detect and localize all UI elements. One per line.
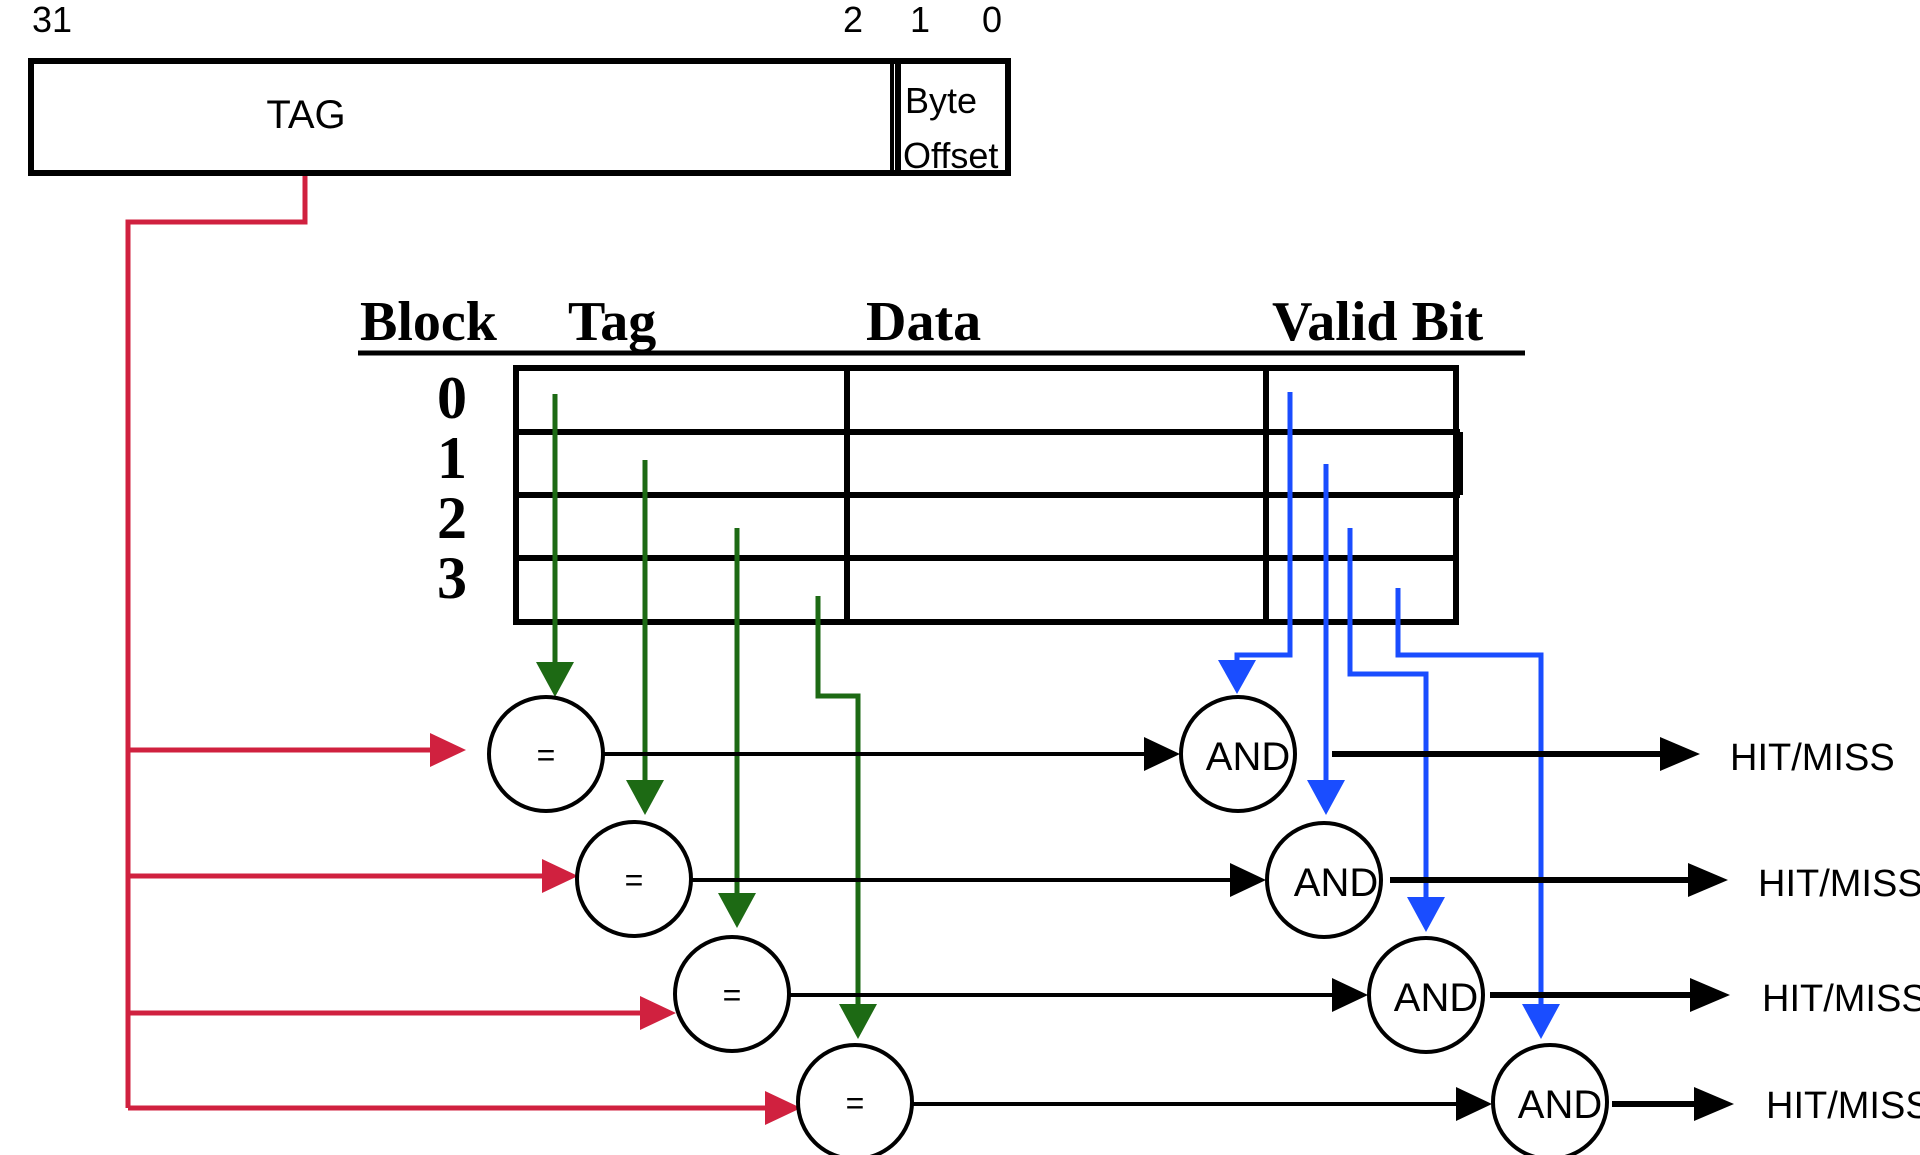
tag-arrow-3 (765, 1091, 801, 1125)
valid-wire-2 (1347, 528, 1429, 903)
hit-miss-label-2: HIT/MISS (1762, 978, 1920, 1020)
hit-output-arrow-3 (1694, 1087, 1734, 1121)
block-number-0: 0 (437, 365, 467, 431)
equality-comparator-1 (575, 820, 693, 938)
block-number-2: 2 (437, 485, 467, 551)
valid-arrow-1 (1307, 780, 1345, 815)
stored-tag-wires (552, 394, 861, 1010)
eq-to-and-arrow-1 (1230, 863, 1266, 897)
compare-row-0: = AND HIT/MISS (487, 695, 1895, 813)
eq-to-and-arrow-2 (1332, 978, 1368, 1012)
block-number-3: 3 (437, 545, 467, 611)
hit-miss-label-1: HIT/MISS (1758, 863, 1920, 905)
tag-arrow-2 (640, 996, 676, 1030)
stored-tag-arrow-0 (536, 662, 574, 697)
bit-label-2: 2 (843, 0, 863, 40)
compare-row-1: = AND HIT/MISS (575, 820, 1920, 939)
hit-miss-label-3: HIT/MISS (1766, 1085, 1920, 1127)
compare-row-2: = AND HIT/MISS (673, 935, 1920, 1054)
equality-comparator-3 (796, 1043, 914, 1155)
bit-label-0: 0 (982, 0, 1002, 40)
eq-to-and-arrow-3 (1456, 1087, 1492, 1121)
valid-arrow-2 (1407, 897, 1445, 932)
valid-wire-3 (1395, 588, 1544, 1010)
hit-miss-label-0: HIT/MISS (1730, 737, 1895, 779)
bit-label-1: 1 (910, 0, 930, 40)
block-number-1: 1 (437, 425, 467, 491)
equality-comparator-0 (487, 695, 605, 813)
tag-arrow-1 (542, 859, 578, 893)
and-label-2: AND (1394, 976, 1478, 1020)
byte-offset-label-line2: Offset (903, 135, 998, 176)
address-register: 31 2 1 0 TAG Byte Offset (28, 0, 1011, 176)
equality-label-3: = (846, 1085, 865, 1121)
stored-tag-arrow-3 (839, 1004, 877, 1039)
hit-output-arrow-0 (1660, 737, 1700, 771)
tag-field (28, 58, 909, 176)
stored-tag-arrow-2 (718, 893, 756, 928)
and-gate-2 (1367, 936, 1485, 1054)
and-gate-1 (1265, 821, 1383, 939)
table-grid (513, 365, 1463, 625)
tag-wire-trunk (125, 176, 308, 1108)
header-block: Block (360, 291, 498, 353)
stored-tag-arrow-1 (626, 780, 664, 815)
tag-wires (125, 176, 765, 1111)
header-valid-bit: Valid Bit (1272, 291, 1483, 353)
valid-bit-arrowheads (1218, 660, 1560, 1039)
bit-label-31: 31 (32, 0, 72, 40)
valid-arrow-0 (1218, 660, 1256, 694)
and-label-0: AND (1206, 735, 1290, 779)
compare-row-3: = AND HIT/MISS (796, 1043, 1920, 1155)
header-tag: Tag (568, 291, 656, 353)
header-data: Data (866, 291, 981, 353)
byte-offset-field (895, 58, 1011, 176)
tag-wire-arrowheads (430, 733, 801, 1125)
tag-arrow-0 (430, 733, 466, 767)
hit-output-arrow-1 (1688, 863, 1728, 897)
stored-tag-wire-3 (815, 596, 861, 1010)
byte-offset-label-line1: Byte (905, 80, 977, 121)
equality-label-1: = (625, 862, 644, 898)
and-gate-0 (1179, 695, 1297, 813)
and-label-1: AND (1294, 861, 1378, 905)
valid-arrow-3 (1522, 1004, 1560, 1039)
stored-tag-arrowheads (536, 662, 877, 1039)
and-gate-3 (1491, 1043, 1609, 1155)
hit-output-arrow-2 (1690, 978, 1730, 1012)
equality-comparator-2 (673, 935, 791, 1053)
equality-label-0: = (537, 737, 556, 773)
cache-table: Block Tag Data Valid Bit 0 1 2 3 (358, 291, 1525, 625)
eq-to-and-arrow-0 (1144, 737, 1180, 771)
tag-field-label: TAG (266, 93, 345, 137)
and-label-3: AND (1518, 1083, 1602, 1127)
equality-label-2: = (723, 977, 742, 1013)
